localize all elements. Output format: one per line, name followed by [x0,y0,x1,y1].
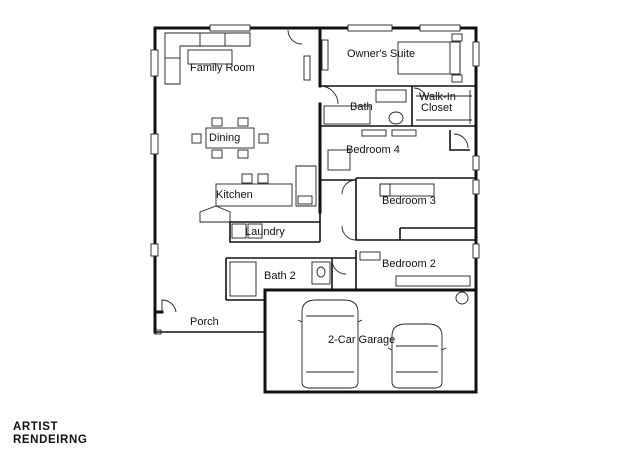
sectional-sofa [164,32,251,85]
bathtub [323,105,371,125]
window [321,39,329,71]
artist-rendering-caption: ARTIST RENDEIRNG [13,421,87,447]
caption-line-1: ARTIST [13,421,59,433]
label-family-room: Family Room [190,62,255,74]
window [419,24,461,32]
label-dining: Dining [209,132,240,144]
window [472,155,480,171]
door-swing [287,29,303,45]
window [347,24,393,32]
interior-walls [155,26,476,333]
dryer [247,223,263,239]
door-swing [341,225,357,241]
kitchen-island [215,183,293,207]
label-garage: 2-Car Garage [328,334,395,346]
window [150,49,159,77]
door-swing [331,259,347,275]
door-swing [341,179,357,195]
car-right [391,323,443,389]
label-owners-suite: Owner's Suite [347,48,415,60]
kitchen-counter [295,165,317,207]
label-kitchen: Kitchen [216,189,253,201]
label-walk-in: Walk-In [419,91,456,103]
toilet [388,111,404,125]
label-laundry: Laundry [245,226,285,238]
room-labels: Family Room Owner's Suite Bath Walk-In C… [190,48,456,346]
dining-table [205,127,255,149]
windows [150,24,480,259]
bed4 [327,149,351,171]
label-bedroom-2: Bedroom 2 [382,258,436,270]
vanity [375,89,407,103]
label-closet: Closet [421,102,452,114]
window [150,133,159,155]
furniture [154,32,472,389]
door-swing [319,85,339,105]
bed2 [395,275,471,287]
label-porch: Porch [190,316,219,328]
water-heater [455,291,469,305]
window [150,243,159,257]
window [209,24,251,32]
doors [161,29,469,313]
exterior-walls [153,26,478,394]
washer [231,223,247,239]
door-swing [413,87,427,101]
front-door [161,299,177,313]
window [303,55,311,81]
window [472,179,480,195]
label-bath-2: Bath 2 [264,270,296,282]
caption-line-2: RENDEIRNG [13,434,88,446]
label-bedroom-4: Bedroom 4 [346,144,400,156]
window [472,243,480,259]
window [472,41,480,67]
label-bath: Bath [350,101,373,113]
bath2-tub [229,261,257,297]
coffee-table [187,49,233,65]
label-bedroom-3: Bedroom 3 [382,195,436,207]
door-swing [453,133,469,149]
car-left [301,299,359,389]
